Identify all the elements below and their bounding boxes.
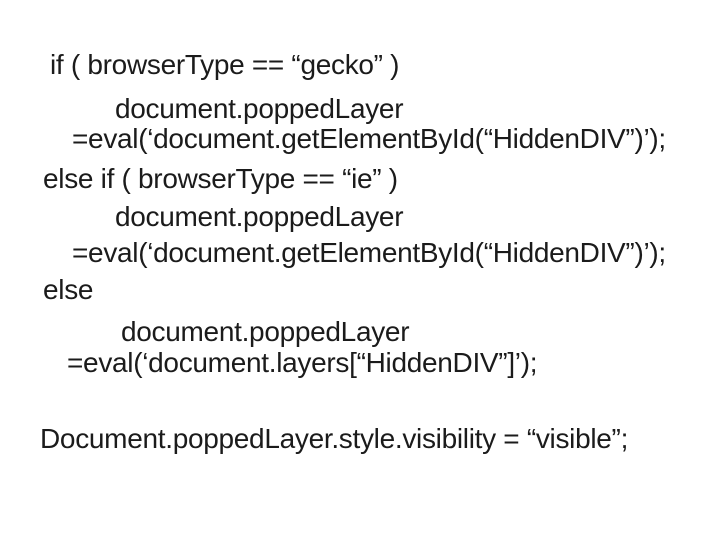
code-line-popped-layer-2: document.poppedLayer xyxy=(115,201,404,232)
code-line-popped-layer-1: document.poppedLayer xyxy=(115,93,404,124)
code-line-eval-getelement-1: =eval(‘document.getElementById(“HiddenDI… xyxy=(72,123,666,154)
code-line-if-gecko: if ( browserType == “gecko” ) xyxy=(50,49,400,80)
code-line-else: else xyxy=(43,274,94,305)
code-line-eval-getelement-2: =eval(‘document.getElementById(“HiddenDI… xyxy=(72,237,666,268)
code-line-eval-layers: =eval(‘document.layers[“HiddenDIV”]’); xyxy=(67,347,538,378)
code-line-set-visibility: Document.poppedLayer.style.visibility = … xyxy=(40,423,629,454)
code-line-else-if-ie: else if ( browserType == “ie” ) xyxy=(43,163,398,194)
code-line-popped-layer-3: document.poppedLayer xyxy=(121,316,410,347)
